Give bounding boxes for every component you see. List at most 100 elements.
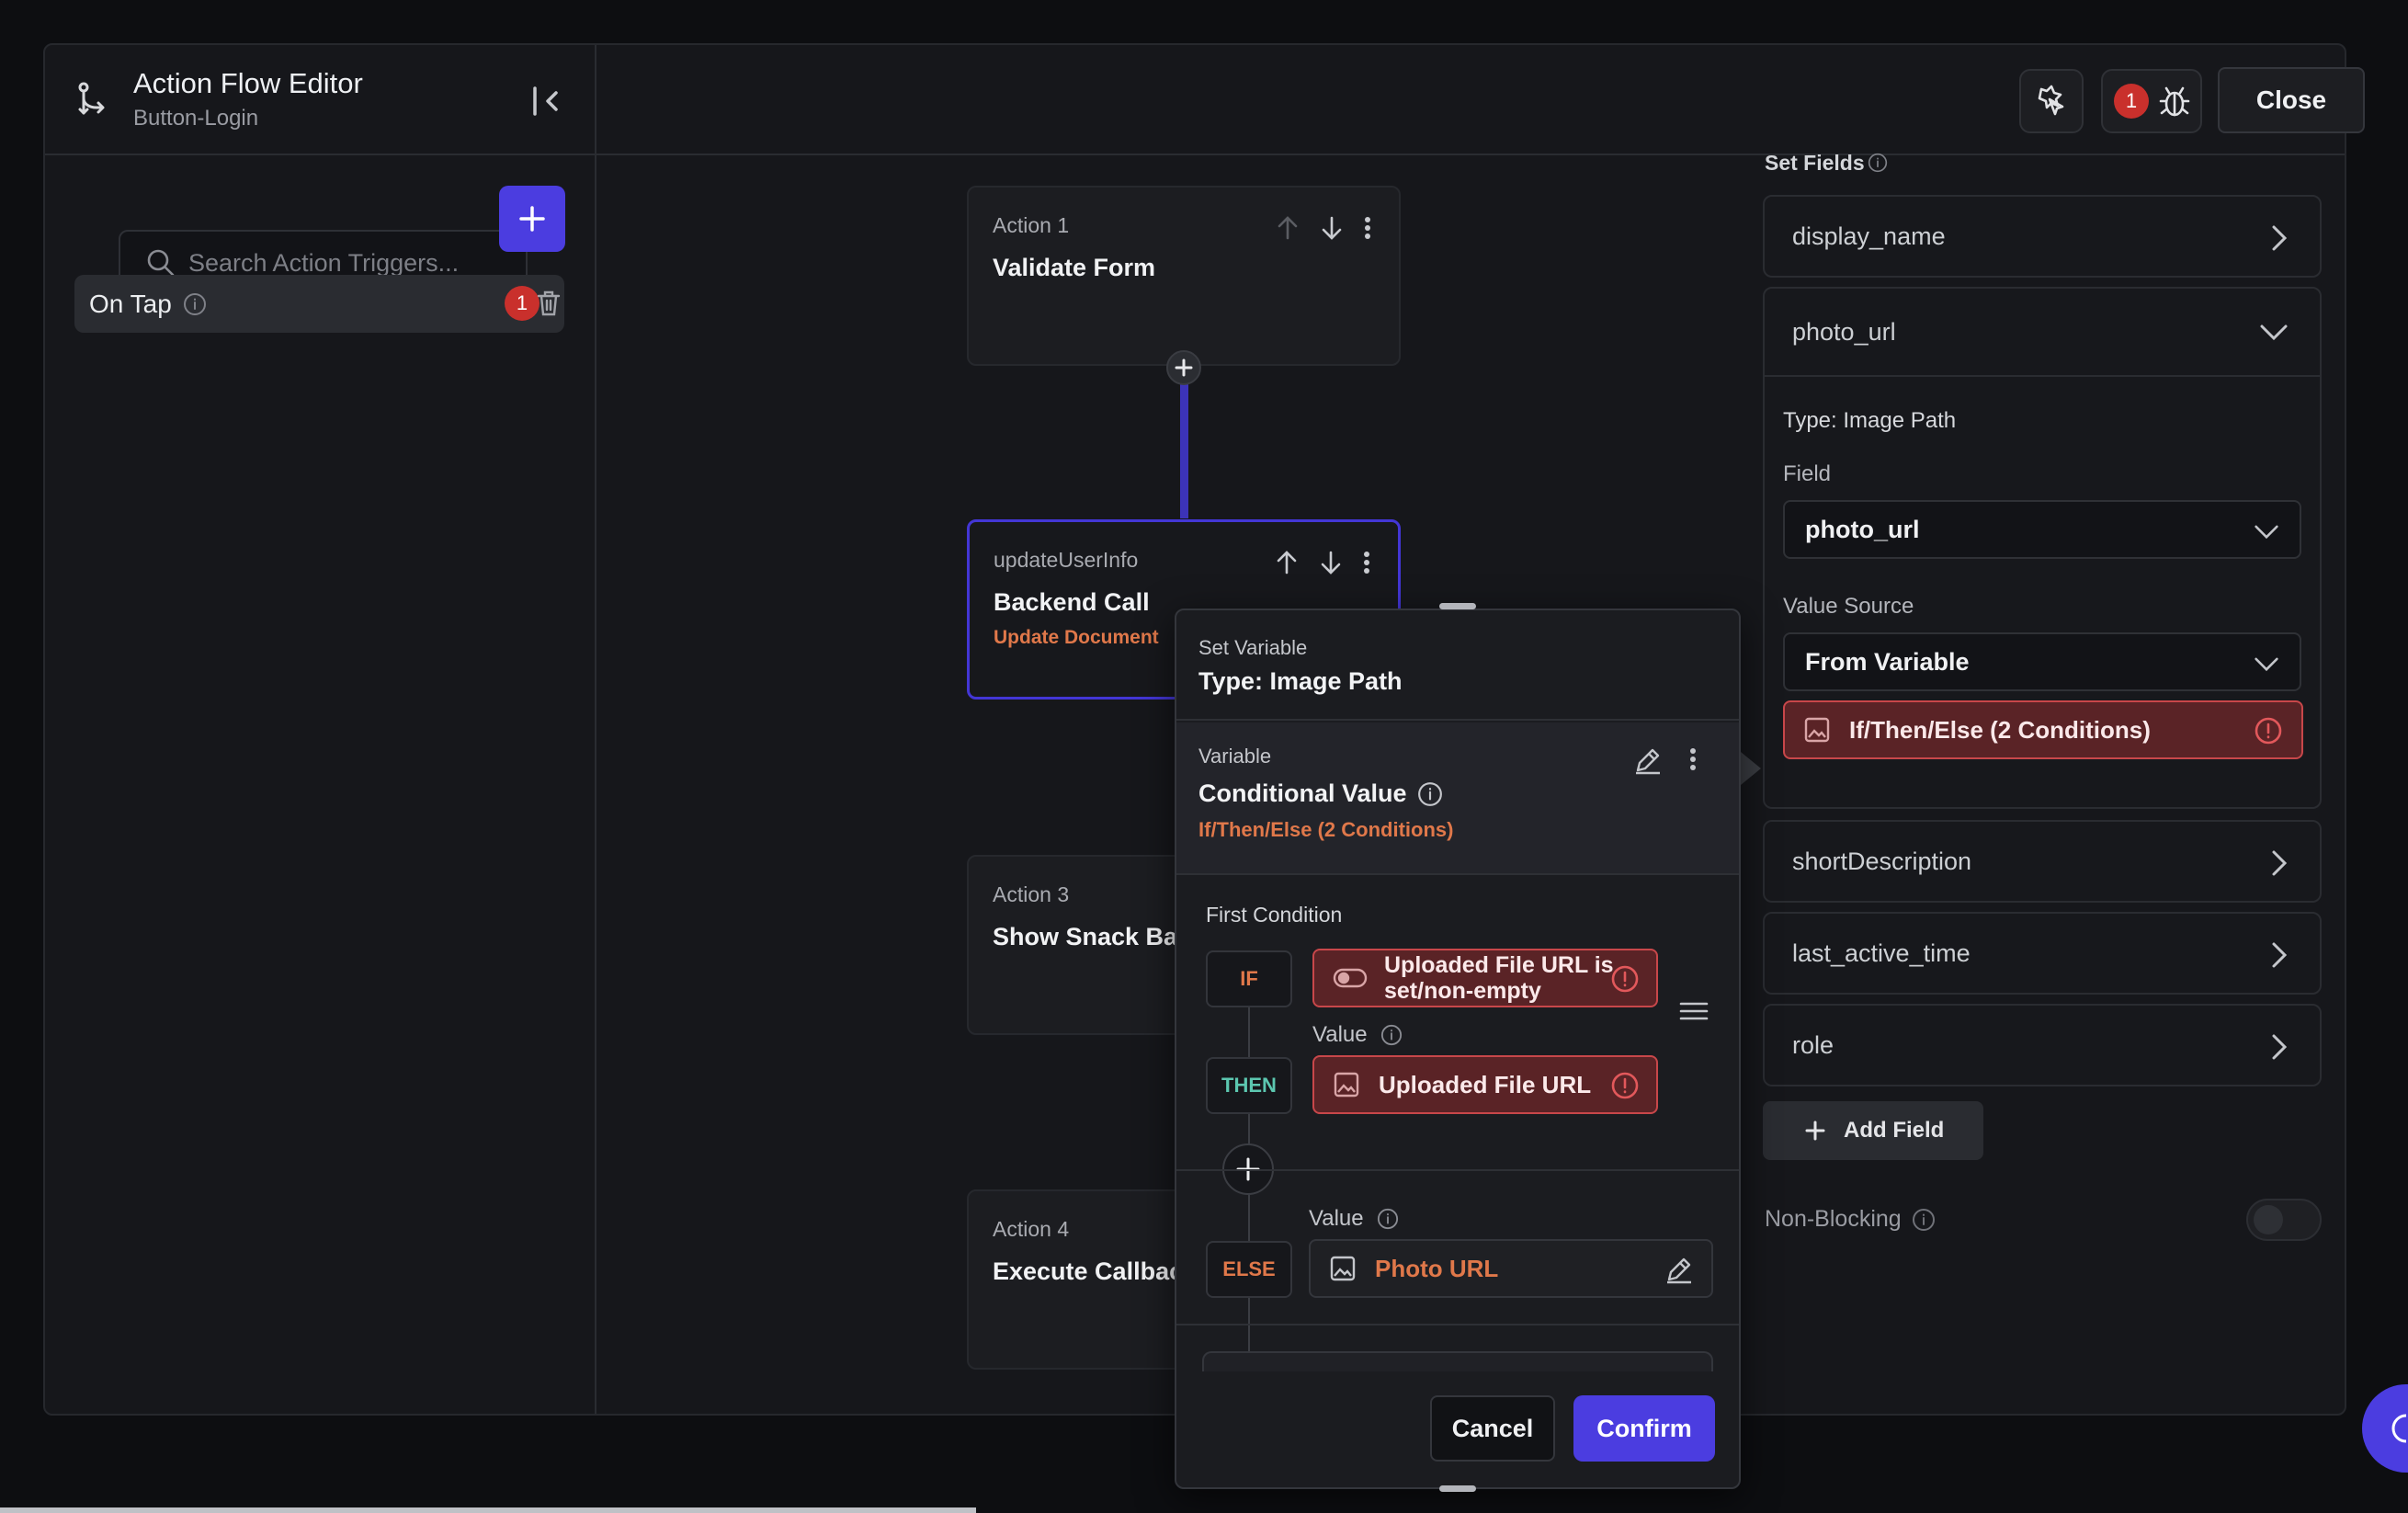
info-icon	[183, 292, 207, 316]
field-name: shortDescription	[1792, 847, 1972, 875]
variable-section: Variable Conditional Value If/Then/Else …	[1176, 722, 1739, 875]
else-divider	[1176, 1169, 1739, 1171]
popup-header-type: Type: Image Path	[1198, 667, 1403, 695]
then-value-label: Value	[1312, 1022, 1368, 1047]
image-icon	[1334, 1072, 1359, 1098]
move-up-icon[interactable]	[1276, 215, 1300, 241]
edit-icon[interactable]	[1632, 745, 1664, 776]
action-name: Validate Form	[993, 254, 1156, 281]
move-down-icon[interactable]	[1319, 550, 1343, 575]
action-label: Action 1	[993, 213, 1070, 237]
error-icon	[2255, 717, 2282, 745]
cancel-button[interactable]: Cancel	[1430, 1395, 1555, 1462]
field-row-photo-url-expanded: photo_url Type: Image Path Field photo_u…	[1763, 287, 2322, 809]
collapsed-section	[1202, 1351, 1713, 1371]
editor-toolbar: 1 Close	[596, 45, 2365, 155]
plus-icon	[1805, 1121, 1825, 1141]
value-source-label: Value Source	[1783, 594, 1914, 619]
field-header-photo-url[interactable]: photo_url	[1765, 289, 2320, 377]
field-name: last_active_time	[1792, 939, 1971, 967]
if-condition-line1: Uploaded File URL is	[1384, 952, 1614, 978]
trigger-error-badge: 1	[505, 286, 540, 321]
confirm-button[interactable]: Confirm	[1573, 1395, 1715, 1462]
field-select[interactable]: photo_url	[1783, 500, 2301, 559]
variable-label: Variable	[1198, 745, 1272, 768]
variable-value-pill[interactable]: If/Then/Else (2 Conditions)	[1783, 700, 2303, 759]
collapse-panel-icon[interactable]	[530, 85, 565, 117]
search-icon	[146, 248, 176, 278]
action-card-1[interactable]: Action 1 Validate Form	[967, 186, 1401, 366]
editor-subtitle: Button-Login	[133, 106, 259, 131]
move-up-icon[interactable]	[1275, 550, 1299, 575]
error-icon	[1611, 1072, 1639, 1099]
drag-handle-icon[interactable]	[1678, 1000, 1709, 1022]
value-source-value: From Variable	[1805, 647, 1970, 676]
field-select-value: photo_url	[1805, 515, 1920, 543]
field-name: photo_url	[1792, 317, 1896, 346]
action-label: updateUserInfo	[994, 548, 1139, 572]
popup-header: Set Variable Type: Image Path	[1176, 610, 1739, 721]
action-name: Execute Callback	[993, 1257, 1198, 1285]
info-icon	[1417, 781, 1443, 807]
more-options-icon[interactable]	[1689, 746, 1697, 772]
field-row-short-description[interactable]: shortDescription	[1763, 820, 2322, 903]
info-icon	[1868, 153, 1888, 173]
conditional-value-popup: Set Variable Type: Image Path Variable C…	[1175, 603, 1741, 1492]
more-options-icon[interactable]	[1364, 216, 1371, 240]
action-tools	[1276, 215, 1371, 241]
field-row-role[interactable]: role	[1763, 1004, 2322, 1086]
non-blocking-label: Non-Blocking	[1765, 1206, 1902, 1232]
trigger-item-on-tap[interactable]: On Tap 1	[74, 275, 564, 333]
left-panel: Action Flow Editor Button-Login On Tap	[45, 45, 596, 1414]
field-name: role	[1792, 1030, 1834, 1059]
then-value-pill[interactable]: Uploaded File URL	[1312, 1055, 1658, 1114]
chevron-down-icon	[2255, 525, 2278, 540]
popup-pointer	[1741, 752, 1761, 785]
action-tools	[1275, 550, 1370, 575]
add-field-button[interactable]: Add Field	[1763, 1101, 1983, 1160]
action-subtype: Update Document	[994, 627, 1159, 648]
then-value-text: Uploaded File URL	[1379, 1070, 1592, 1098]
else-value-field[interactable]: Photo URL	[1309, 1239, 1713, 1298]
variable-name: Conditional Value	[1198, 779, 1407, 807]
move-down-icon[interactable]	[1320, 215, 1344, 241]
close-button[interactable]: Close	[2218, 67, 2365, 133]
trigger-label: On Tap	[89, 289, 172, 318]
resize-handle-top[interactable]	[1439, 603, 1476, 609]
field-name: display_name	[1792, 222, 1946, 250]
debug-error-badge: 1	[2114, 84, 2149, 119]
action-label: Action 4	[993, 1217, 1070, 1241]
field-type-label: Type: Image Path	[1783, 408, 1957, 433]
debug-button[interactable]: 1	[2101, 69, 2202, 133]
add-trigger-button[interactable]	[499, 186, 565, 252]
if-condition-line2: set/non-empty	[1384, 978, 1541, 1004]
popup-header-small: Set Variable	[1198, 636, 1308, 659]
support-chat-button[interactable]	[2362, 1384, 2408, 1473]
popup-divider	[1176, 1324, 1739, 1325]
field-row-last-active-time[interactable]: last_active_time	[1763, 912, 2322, 995]
add-action-button[interactable]	[1166, 350, 1201, 385]
value-source-select[interactable]: From Variable	[1783, 632, 2301, 691]
chevron-right-icon	[2272, 225, 2288, 251]
editor-title: Action Flow Editor	[133, 67, 363, 99]
search-triggers-input[interactable]	[188, 248, 519, 278]
image-icon	[1804, 717, 1830, 743]
condition-connector	[1248, 1007, 1250, 1057]
plus-icon	[1175, 358, 1193, 377]
bug-icon	[2159, 86, 2190, 117]
if-condition-pill[interactable]: Uploaded File URL is set/non-empty	[1312, 949, 1658, 1007]
plus-icon	[519, 206, 545, 232]
flow-icon	[74, 80, 115, 120]
variable-value-text: If/Then/Else (2 Conditions)	[1849, 715, 2151, 744]
delete-trigger-icon[interactable]	[536, 290, 562, 317]
ai-assist-button[interactable]	[2019, 69, 2084, 133]
non-blocking-toggle[interactable]	[2246, 1199, 2322, 1241]
more-options-icon[interactable]	[1363, 551, 1370, 574]
field-row-display-name[interactable]: display_name	[1763, 195, 2322, 278]
set-fields-label: Set Fields	[1765, 151, 1865, 175]
action-label: Action 3	[993, 882, 1070, 906]
resize-handle-bottom[interactable]	[1439, 1485, 1476, 1492]
else-value-text: Photo URL	[1375, 1254, 1499, 1282]
image-icon	[1330, 1256, 1356, 1281]
edit-icon[interactable]	[1664, 1254, 1695, 1285]
